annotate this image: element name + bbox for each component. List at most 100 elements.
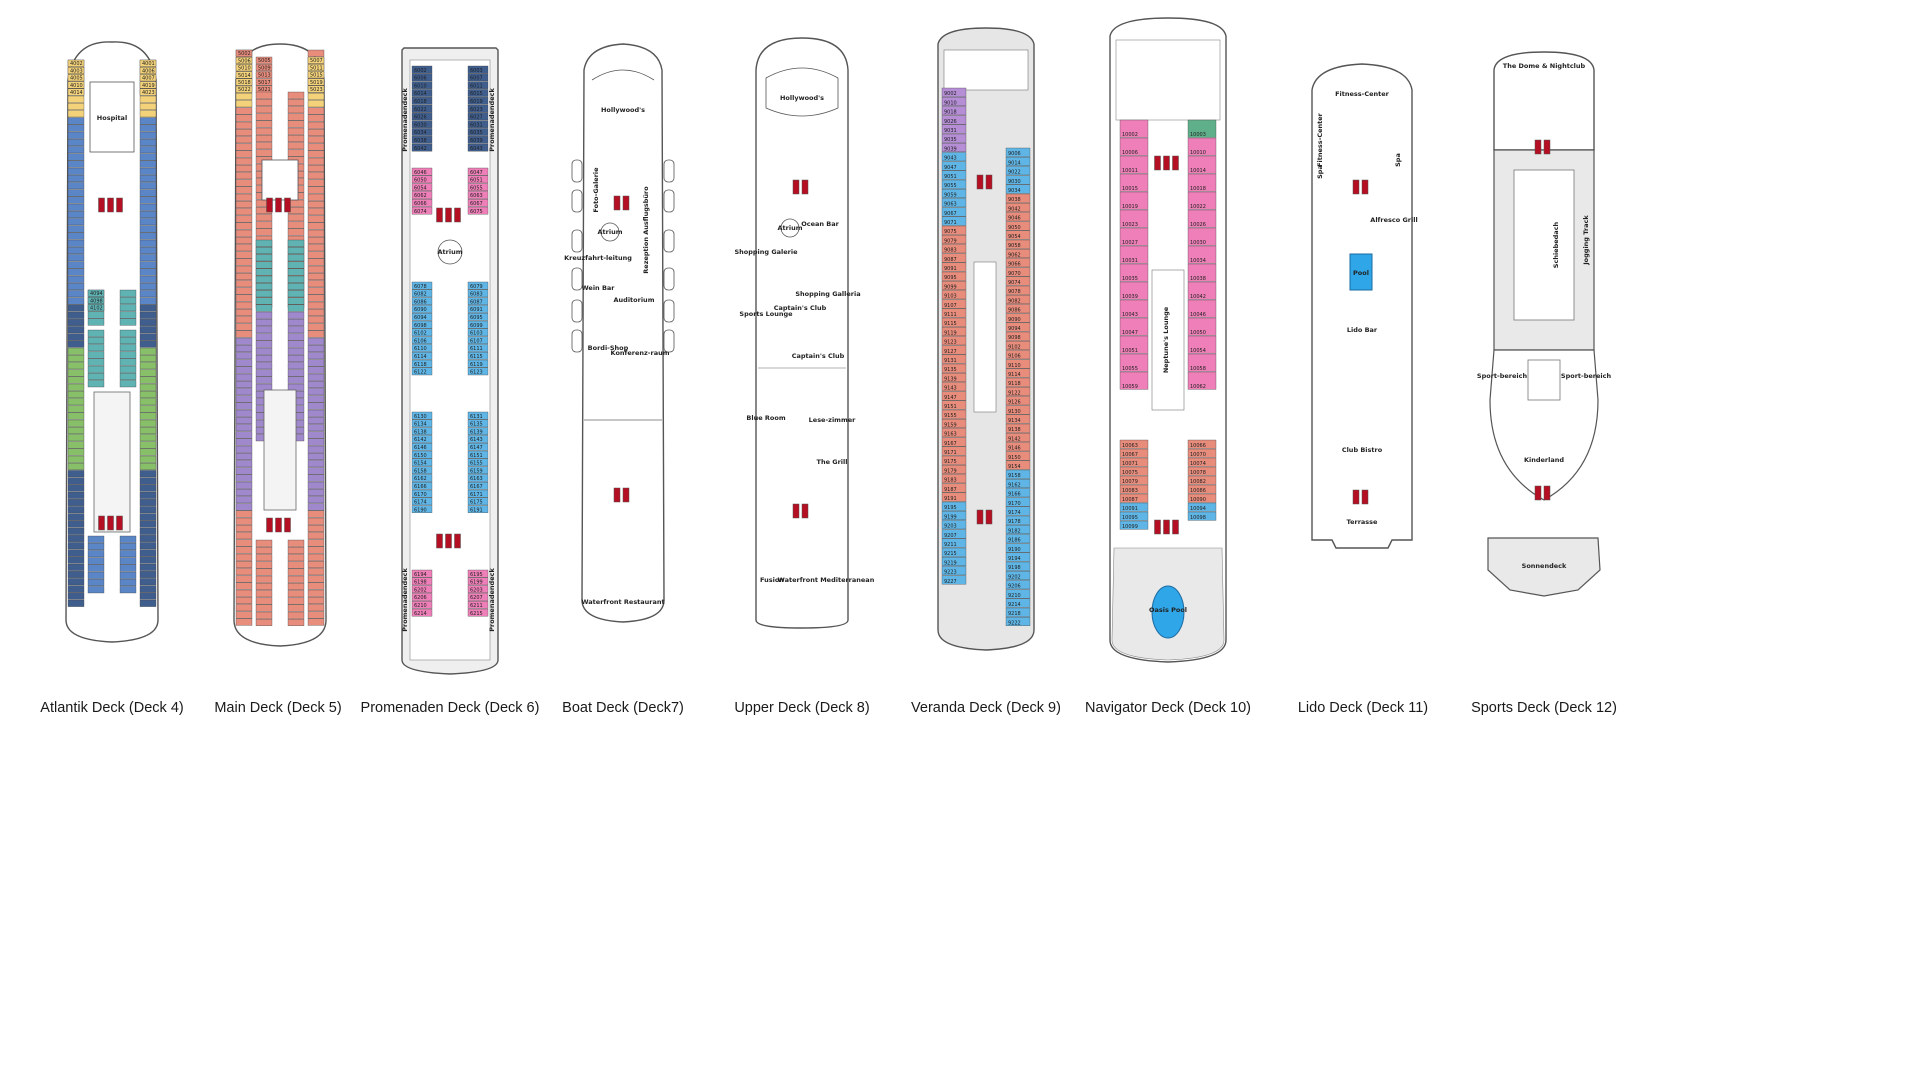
cabin-cell[interactable]	[1187, 439, 1217, 449]
cabin-cell[interactable]	[235, 568, 253, 576]
cabin-cell[interactable]	[307, 445, 325, 453]
cabin-cell[interactable]	[941, 198, 967, 208]
cabin-cell[interactable]	[307, 71, 325, 79]
cabin-cell[interactable]	[67, 131, 85, 139]
cabin-cell[interactable]	[411, 359, 433, 368]
cabin-cell[interactable]	[307, 265, 325, 273]
cabin-cell[interactable]	[139, 412, 157, 420]
cabin-cell[interactable]	[411, 65, 433, 74]
cabin-cell[interactable]	[307, 136, 325, 144]
cabin-cell[interactable]	[139, 376, 157, 384]
cabin-cell[interactable]	[139, 275, 157, 283]
cabin-cell[interactable]	[307, 546, 325, 554]
cabin-cell[interactable]	[255, 362, 273, 370]
cabin-cell[interactable]	[235, 438, 253, 446]
cabin-cell[interactable]	[411, 411, 433, 420]
cabin-cell[interactable]	[119, 550, 137, 558]
cabin-cell[interactable]	[411, 450, 433, 459]
cabin-cell[interactable]	[941, 391, 967, 401]
cabin-cell[interactable]	[1005, 433, 1031, 442]
cabin-cell[interactable]	[235, 237, 253, 244]
cabin-cell[interactable]	[119, 318, 137, 326]
cabin-cell[interactable]	[1005, 212, 1031, 222]
cabin-cell[interactable]	[67, 175, 85, 182]
cabin-cell[interactable]	[941, 207, 967, 217]
cabin-cell[interactable]	[307, 575, 325, 583]
cabin-cell[interactable]	[941, 382, 967, 392]
cabin-cell[interactable]	[287, 539, 305, 547]
cabin-cell[interactable]	[307, 539, 325, 547]
cabin-cell[interactable]	[467, 458, 489, 467]
cabin-cell[interactable]	[139, 563, 157, 571]
cabin-cell[interactable]	[467, 183, 489, 191]
cabin-cell[interactable]	[1187, 448, 1217, 458]
cabin-cell[interactable]	[67, 95, 85, 103]
cabin-cell[interactable]	[941, 308, 967, 318]
cabin-cell[interactable]	[287, 355, 305, 362]
cabin-cell[interactable]	[1005, 396, 1031, 406]
cabin-cell[interactable]	[467, 128, 489, 136]
cabin-cell[interactable]	[235, 489, 253, 496]
cabin-cell[interactable]	[467, 199, 489, 207]
cabin-cell[interactable]	[307, 287, 325, 295]
cabin-cell[interactable]	[139, 448, 157, 456]
cabin-cell[interactable]	[235, 222, 253, 230]
cabin-cell[interactable]	[307, 100, 325, 108]
deck-label-promenaden[interactable]: Promenaden Deck (Deck 6)	[360, 700, 540, 716]
cabin-cell[interactable]	[67, 211, 85, 218]
cabin-cell[interactable]	[307, 496, 325, 504]
cabin-cell[interactable]	[119, 579, 137, 586]
cabin-cell[interactable]	[1005, 313, 1031, 323]
cabin-cell[interactable]	[87, 318, 105, 326]
cabin-cell[interactable]	[307, 561, 325, 568]
cabin-cell[interactable]	[287, 290, 305, 298]
cabin-cell[interactable]	[1119, 245, 1149, 264]
cabin-cell[interactable]	[287, 347, 305, 355]
cabin-cell[interactable]	[139, 146, 157, 154]
cabin-cell[interactable]	[139, 347, 157, 355]
cabin-cell[interactable]	[287, 590, 305, 598]
cabin-cell[interactable]	[307, 582, 325, 590]
cabin-cell[interactable]	[139, 254, 157, 262]
cabin-cell[interactable]	[235, 85, 253, 93]
cabin-cell[interactable]	[287, 113, 305, 121]
cabin-cell[interactable]	[67, 376, 85, 384]
cabin-cell[interactable]	[1005, 552, 1031, 562]
cabin-cell[interactable]	[287, 149, 305, 157]
cabin-cell[interactable]	[307, 330, 325, 338]
cabin-cell[interactable]	[139, 499, 157, 506]
cabin-cell[interactable]	[235, 417, 253, 424]
cabin-cell[interactable]	[235, 352, 253, 360]
cabin-cell[interactable]	[941, 428, 967, 438]
cabin-cell[interactable]	[1119, 475, 1149, 485]
cabin-cell[interactable]	[139, 218, 157, 226]
cabin-cell[interactable]	[67, 153, 85, 161]
cabin-cell[interactable]	[235, 316, 253, 324]
cabin-cell[interactable]	[307, 273, 325, 280]
cabin-cell[interactable]	[67, 391, 85, 398]
cabin-cell[interactable]	[467, 608, 489, 617]
cabin-cell[interactable]	[941, 437, 967, 447]
cabin-cell[interactable]	[87, 380, 105, 388]
cabin-cell[interactable]	[1005, 469, 1031, 479]
cabin-cell[interactable]	[287, 120, 305, 128]
cabin-cell[interactable]	[287, 311, 305, 319]
cabin-cell[interactable]	[307, 301, 325, 309]
cabin-cell[interactable]	[411, 89, 433, 97]
cabin-cell[interactable]	[287, 561, 305, 569]
cabin-cell[interactable]	[1005, 515, 1031, 525]
cabin-cell[interactable]	[67, 542, 85, 550]
cabin-cell[interactable]	[139, 88, 157, 96]
cabin-cell[interactable]	[255, 99, 273, 106]
cabin-cell[interactable]	[1187, 466, 1217, 476]
cabin-cell[interactable]	[1119, 119, 1149, 138]
cabin-cell[interactable]	[235, 107, 253, 115]
cabin-cell[interactable]	[235, 582, 253, 590]
cabin-cell[interactable]	[1005, 221, 1031, 231]
cabin-cell[interactable]	[67, 167, 85, 175]
cabin-cell[interactable]	[411, 328, 433, 337]
cabin-cell[interactable]	[1005, 543, 1031, 553]
cabin-cell[interactable]	[287, 376, 305, 384]
cabin-cell[interactable]	[235, 553, 253, 561]
